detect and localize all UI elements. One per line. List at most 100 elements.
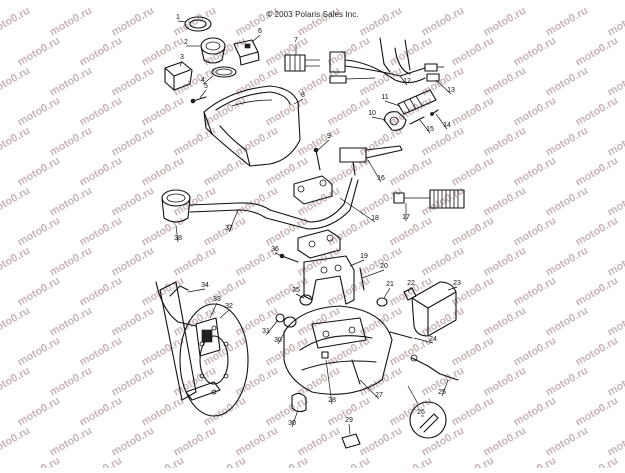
watermark-text: moto0.ru	[0, 305, 32, 339]
watermark-text: moto0.ru	[574, 275, 621, 309]
callout-label-c19: 19	[360, 253, 368, 260]
watermark-text: moto0.ru	[512, 395, 559, 429]
watermark-text: moto0.ru	[110, 65, 157, 99]
callout-label-c30a: 30	[274, 337, 282, 344]
watermark-text: moto0.ru	[574, 95, 621, 129]
part-4-seal-ring	[212, 67, 236, 77]
watermark-text: moto0.ru	[202, 395, 249, 429]
watermark-text: moto0.ru	[0, 425, 32, 459]
watermark-text: moto0.ru	[140, 455, 187, 468]
part-8-pod-cover	[204, 86, 300, 166]
callout-label-c2: 2	[184, 39, 188, 46]
callout-label-c30b: 30	[288, 420, 296, 427]
watermark-text: moto0.ru	[358, 245, 405, 279]
watermark-text: moto0.ru	[544, 365, 591, 399]
watermark-text: moto0.ru	[420, 245, 467, 279]
watermark-text: moto0.ru	[606, 425, 625, 459]
watermark-text: moto0.ru	[48, 125, 95, 159]
watermark-text: moto0.ru	[234, 125, 281, 159]
watermark-text: moto0.ru	[296, 425, 343, 459]
watermark-text: moto0.ru	[512, 335, 559, 369]
part-5-screw	[191, 97, 206, 103]
callout-label-c34: 34	[201, 282, 209, 289]
part-21-washer	[377, 298, 387, 306]
watermark-text: moto0.ru	[512, 95, 559, 129]
callout-label-c16: 16	[377, 175, 385, 182]
callout-label-c7: 7	[294, 37, 298, 44]
watermark-text: moto0.ru	[326, 95, 373, 129]
watermark-text: moto0.ru	[78, 455, 125, 468]
watermark-text: moto0.ru	[606, 365, 625, 399]
callout-label-c27: 27	[375, 392, 383, 399]
watermark-text: moto0.ru	[574, 35, 621, 69]
watermark-text: moto0.ru	[110, 305, 157, 339]
watermark-text: moto0.ru	[264, 275, 311, 309]
watermark-text: moto0.ru	[326, 155, 373, 189]
copyright-notice: © 2003 Polaris Sales Inc.	[0, 10, 625, 19]
watermark-text: moto0.ru	[48, 185, 95, 219]
watermark-text: moto0.ru	[358, 425, 405, 459]
part-29-clip	[342, 434, 360, 448]
watermark-text: moto0.ru	[110, 425, 157, 459]
watermark-text: moto0.ru	[202, 455, 249, 468]
callout-label-c26: 26	[417, 409, 425, 416]
watermark-text: moto0.ru	[482, 365, 529, 399]
watermark-text: moto0.ru	[512, 215, 559, 249]
watermark-text: moto0.ru	[450, 395, 497, 429]
watermark-text: moto0.ru	[450, 95, 497, 129]
watermark-text: moto0.ru	[482, 185, 529, 219]
watermark-text: moto0.ru	[326, 215, 373, 249]
watermark-text: moto0.ru	[48, 305, 95, 339]
callout-label-c33: 33	[213, 296, 221, 303]
callout-label-c8: 8	[301, 92, 305, 99]
watermark-text: moto0.ru	[512, 275, 559, 309]
callout-label-c38: 38	[174, 235, 182, 242]
watermark-text: moto0.ru	[544, 125, 591, 159]
watermark-text: moto0.ru	[78, 215, 125, 249]
watermark-text: moto0.ru	[482, 425, 529, 459]
watermark-text: moto0.ru	[264, 35, 311, 69]
callout-label-c6: 6	[258, 28, 262, 35]
callout-label-c10: 10	[368, 110, 376, 117]
watermark-text: moto0.ru	[234, 305, 281, 339]
watermark-text: moto0.ru	[482, 305, 529, 339]
watermark-text: moto0.ru	[544, 65, 591, 99]
callout-label-c17: 17	[402, 214, 410, 221]
part-9-bolt	[314, 148, 320, 170]
watermark-text: moto0.ru	[388, 215, 435, 249]
watermark-text: moto0.ru	[512, 155, 559, 189]
watermark-text: moto0.ru	[264, 455, 311, 468]
callout-label-c29: 29	[345, 417, 353, 424]
watermark-text: moto0.ru	[482, 245, 529, 279]
watermark-text: moto0.ru	[78, 335, 125, 369]
callout-label-c28: 28	[328, 397, 336, 404]
watermark-text: moto0.ru	[110, 125, 157, 159]
watermark-text: moto0.ru	[78, 395, 125, 429]
watermark-text: moto0.ru	[606, 245, 625, 279]
watermark-text: moto0.ru	[574, 335, 621, 369]
watermark-text: moto0.ru	[574, 395, 621, 429]
callout-label-c36: 36	[271, 246, 279, 253]
watermark-text: moto0.ru	[140, 155, 187, 189]
watermark-text: moto0.ru	[110, 185, 157, 219]
watermark-text: moto0.ru	[16, 35, 63, 69]
watermark-text: moto0.ru	[388, 455, 435, 468]
watermark-text: moto0.ru	[512, 455, 559, 468]
watermark-text: moto0.ru	[78, 35, 125, 69]
watermark-text: moto0.ru	[606, 185, 625, 219]
callout-label-c5: 5	[204, 83, 208, 90]
watermark-text: moto0.ru	[0, 125, 32, 159]
watermark-text: moto0.ru	[326, 275, 373, 309]
watermark-text: moto0.ru	[140, 95, 187, 129]
callout-label-c3: 3	[180, 54, 184, 61]
watermark-text: moto0.ru	[264, 335, 311, 369]
watermark-text: moto0.ru	[450, 335, 497, 369]
leader-line-c6	[252, 35, 260, 42]
watermark-text: moto0.ru	[110, 245, 157, 279]
callout-label-c14: 14	[443, 122, 451, 129]
watermark-text: moto0.ru	[388, 155, 435, 189]
leader-line-c3	[180, 61, 182, 66]
watermark-text: moto0.ru	[0, 245, 32, 279]
